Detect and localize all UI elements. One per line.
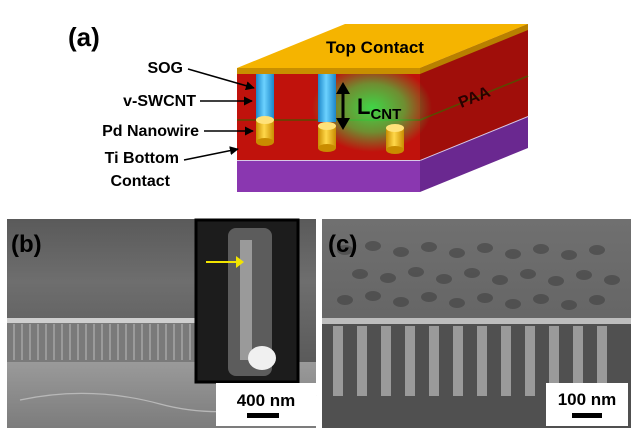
scale-bar-c-label: 100 nm (558, 390, 617, 409)
callout-v-swcnt: v-SWCNT (123, 93, 196, 110)
ti-bottom-layer (237, 115, 529, 192)
l-cnt-arrow (336, 82, 350, 130)
inset-image (194, 218, 300, 384)
scale-bar-b-label: 400 nm (237, 391, 296, 410)
top-contact: Top Contact (237, 24, 528, 74)
callout-contact: Contact (110, 173, 170, 190)
callout-pd-nanowire: Pd Nanowire (102, 123, 199, 140)
callout-sog: SOG (147, 60, 183, 77)
l-cnt-label: LCNT (357, 94, 401, 123)
sog-cylinder (256, 70, 336, 122)
pd-nanowire (256, 116, 404, 154)
scale-bar-b: 400 nm (216, 383, 316, 426)
scale-bar-c: 100 nm (546, 383, 628, 426)
panel-a-label: (a) (68, 22, 100, 52)
callout-leaders (183, 68, 255, 161)
panel-c: (c) 100 nm (322, 219, 631, 428)
panel-b: (b) 400 nm (7, 218, 317, 428)
callout-ti-bottom: Ti Bottom (105, 150, 179, 167)
top-contact-label: Top Contact (326, 38, 424, 57)
panel-b-label: (b) (11, 231, 42, 258)
panel-a: (a) (68, 22, 529, 192)
panel-c-label: (c) (328, 231, 357, 258)
